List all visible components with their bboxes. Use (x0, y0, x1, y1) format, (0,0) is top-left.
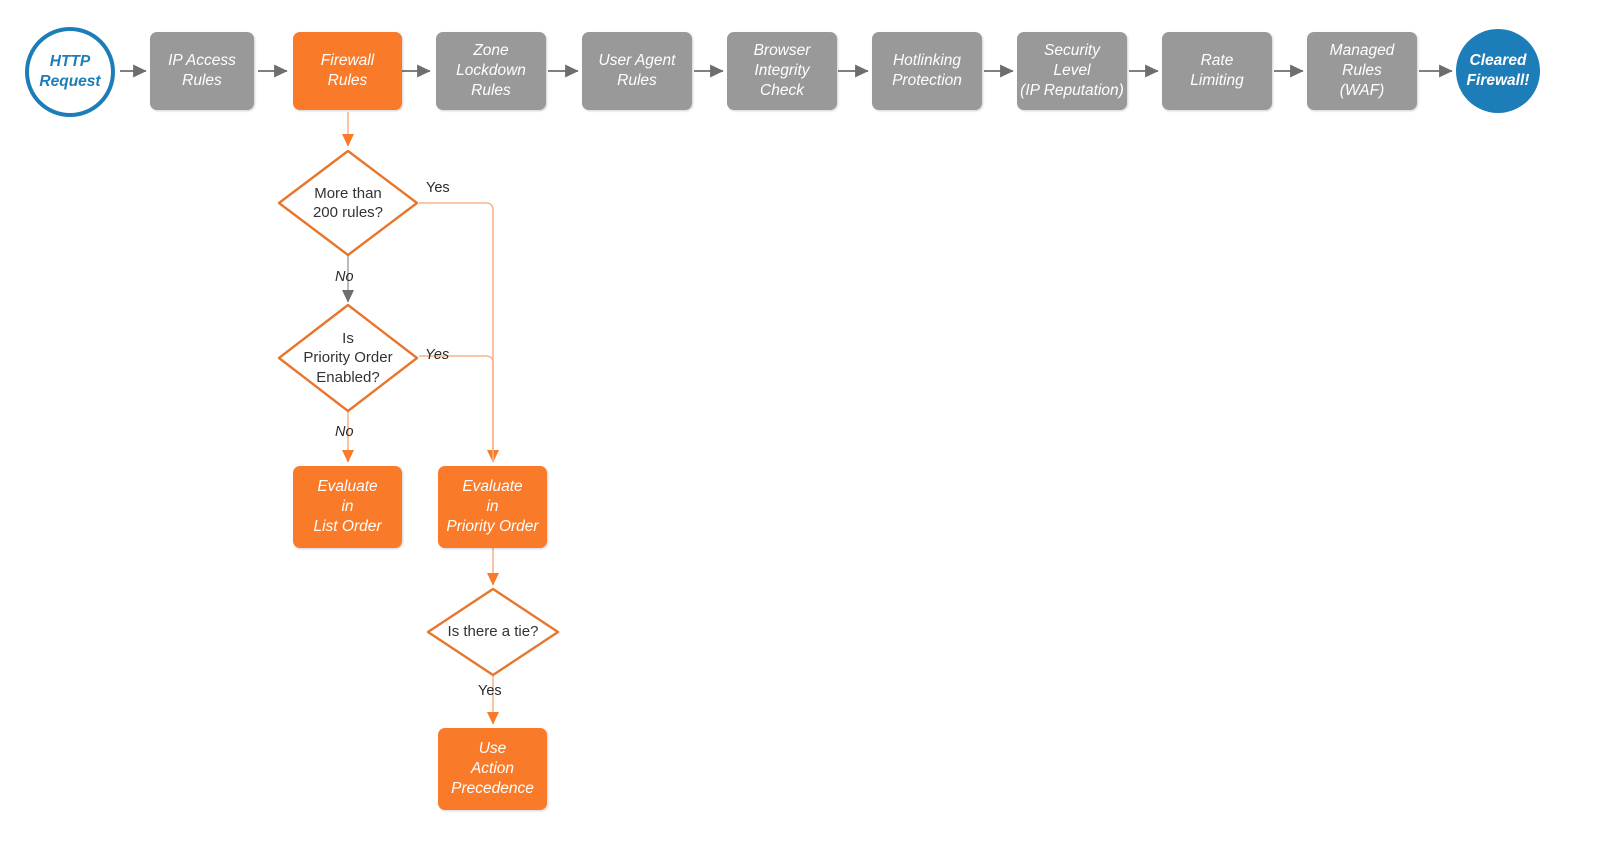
edge-label-yes-tie: Yes (478, 683, 502, 699)
edge-label-yes-200: Yes (426, 180, 450, 196)
node-label: Is there a tie? (447, 623, 539, 641)
diamond-shape (277, 149, 419, 257)
diamond-shape (426, 587, 560, 677)
edge-label-no-priority: No (335, 424, 354, 440)
edge-label-yes-priority: Yes (425, 347, 450, 363)
diamond-shape (277, 303, 419, 413)
node-is-there-a-tie[interactable]: Is there a tie? (426, 587, 560, 677)
edge-label-no-200: No (335, 269, 354, 285)
